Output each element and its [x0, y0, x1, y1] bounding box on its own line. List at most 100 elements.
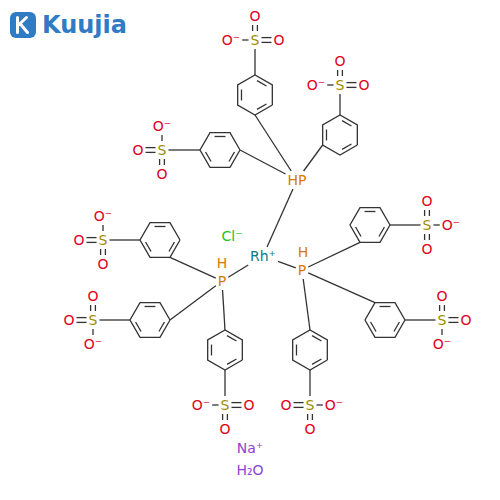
- benzene-ring: [130, 303, 170, 338]
- oxygen-atom: O: [421, 242, 432, 256]
- ring-double-bond: [159, 322, 164, 331]
- sulfur-oxygen-double-bond: [164, 159, 165, 165]
- benzene-ring: [238, 75, 273, 115]
- ring-double-bond: [215, 136, 226, 137]
- benzene-ring: [200, 133, 240, 168]
- benzene-ring: [140, 223, 180, 258]
- sulfur-atom: S: [158, 143, 167, 157]
- sulfur-oxygen-double-bond: [294, 402, 304, 403]
- sulfur-oxygen-double-bond: [448, 317, 458, 318]
- sulfur-oxygen-bond: [212, 404, 218, 405]
- sulfur-oxygen-bond: [161, 135, 162, 141]
- sulfur-oxygen-double-bond: [90, 305, 91, 311]
- ring-double-bond: [136, 322, 141, 331]
- ring-double-bond: [380, 306, 391, 307]
- ring-double-bond: [257, 104, 266, 109]
- oxygen-atom: O: [132, 143, 143, 157]
- sulfur-oxygen-double-bond: [222, 414, 223, 420]
- logo-mark: [18, 18, 28, 33]
- ring-sulfur-bond: [224, 370, 225, 396]
- oxygen-atom: O: [249, 9, 260, 23]
- rhodium-phosphorus-bond: [228, 265, 248, 277]
- ring-sulfur-bond: [254, 49, 255, 75]
- oxygen-atom: O⁻: [433, 337, 451, 351]
- sulfur-oxygen-double-bond: [312, 414, 313, 420]
- sulfur-atom: S: [221, 398, 230, 412]
- sulfur-atom: S: [99, 233, 108, 247]
- ring-double-bond: [312, 336, 321, 341]
- oxygen-atom: O: [304, 422, 315, 436]
- sulfur-oxygen-double-bond: [346, 82, 356, 83]
- sulfur-oxygen-double-bond: [424, 234, 425, 240]
- sulfur-oxygen-bond: [441, 329, 442, 335]
- ring-phosphorus-bond: [308, 273, 375, 303]
- sulfur-oxygen-double-bond: [337, 70, 338, 76]
- ring-double-bond: [326, 130, 327, 141]
- oxygen-atom: O: [87, 289, 98, 303]
- sulfur-oxygen-double-bond: [346, 87, 356, 88]
- sulfur-oxygen-double-bond: [261, 37, 271, 38]
- oxygen-atom: O: [219, 422, 230, 436]
- sulfur-oxygen-double-bond: [429, 234, 430, 240]
- sulfur-oxygen-bond: [316, 404, 322, 405]
- ring-sulfur-bond: [109, 239, 140, 240]
- phosphorus-atom: P: [298, 263, 306, 277]
- sulfur-oxygen-bond: [92, 329, 93, 335]
- sulfur-oxygen-double-bond: [227, 414, 228, 420]
- hydrogen-atom: H: [298, 245, 309, 259]
- benzene-ring: [293, 330, 328, 370]
- sulfur-oxygen-double-bond: [257, 25, 258, 31]
- sulfur-oxygen-double-bond: [342, 70, 343, 76]
- ring-phosphorus-bond: [303, 279, 310, 330]
- sulfur-oxygen-double-bond: [146, 147, 156, 148]
- oxygen-atom: O: [97, 257, 108, 271]
- rhodium-phosphorus-bond: [278, 261, 296, 267]
- sulfur-atom: S: [438, 313, 447, 327]
- oxygen-atom: O⁻: [153, 119, 171, 133]
- ring-sulfur-bond: [405, 319, 436, 320]
- sulfur-oxygen-bond: [433, 224, 439, 225]
- sulfur-oxygen-double-bond: [424, 210, 425, 216]
- ring-double-bond: [241, 90, 242, 101]
- hydrogen-atom: H: [217, 256, 228, 270]
- sulfur-oxygen-double-bond: [444, 305, 445, 311]
- chloride-ion: Cl⁻: [221, 229, 242, 243]
- ring-double-bond: [342, 144, 351, 149]
- ring-phosphorus-bond: [304, 145, 323, 171]
- ring-double-bond: [145, 306, 156, 307]
- sulfur-atom: S: [306, 398, 315, 412]
- oxygen-atom: O: [273, 33, 284, 47]
- sulfur-oxygen-bond: [327, 84, 333, 85]
- ring-sulfur-bond: [168, 149, 200, 150]
- oxygen-atom: O⁻: [325, 398, 343, 412]
- ring-sulfur-bond: [309, 370, 310, 396]
- sulfur-oxygen-double-bond: [77, 322, 87, 323]
- sulfur-oxygen-double-bond: [87, 237, 97, 238]
- ring-double-bond: [356, 227, 361, 236]
- ring-phosphorus-bond: [170, 286, 216, 320]
- oxygen-atom: O: [334, 54, 345, 68]
- bonds: [77, 25, 459, 420]
- phosphorus-atom: P: [218, 274, 226, 288]
- ring-phosphorus-bond: [255, 115, 291, 171]
- ring-double-bond: [169, 242, 174, 251]
- oxygen-atom: O: [436, 289, 447, 303]
- sulfur-oxygen-double-bond: [95, 305, 96, 311]
- ring-double-bond: [227, 336, 236, 341]
- logo-badge: [10, 12, 36, 38]
- ring-double-bond: [342, 121, 351, 126]
- ring-double-bond: [211, 345, 212, 356]
- ring-double-bond: [394, 322, 399, 331]
- sulfur-oxygen-double-bond: [105, 249, 106, 255]
- sulfur-oxygen-double-bond: [231, 402, 241, 403]
- benzene-ring: [350, 208, 390, 243]
- ring-sulfur-bond: [390, 224, 421, 225]
- oxygen-atom: O: [73, 233, 84, 247]
- benzene-ring: [323, 115, 358, 155]
- oxygen-atom: O⁻: [442, 218, 460, 232]
- ring-double-bond: [229, 152, 234, 161]
- phosphine-group: HP: [288, 173, 307, 187]
- sulfur-oxygen-double-bond: [294, 407, 304, 408]
- sodium-ion: Na⁺: [237, 441, 263, 455]
